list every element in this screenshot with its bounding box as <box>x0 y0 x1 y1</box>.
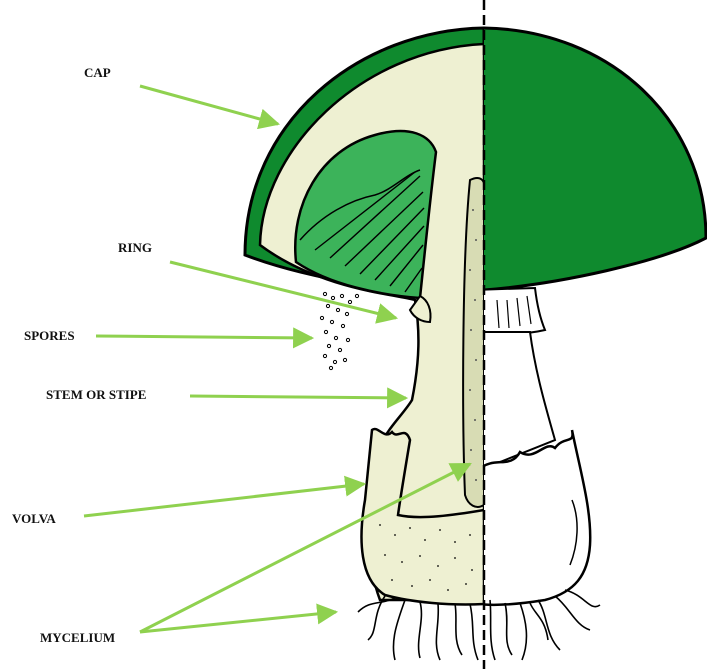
label-spores: SPORES <box>24 328 75 343</box>
label-ring: RING <box>118 240 152 255</box>
mycelium-arrow-lower <box>140 612 336 632</box>
label-mycelium: MYCELIUM <box>40 630 115 645</box>
stem-arrow <box>190 396 406 398</box>
label-cap: CAP <box>84 65 111 80</box>
stem-hollow <box>463 178 484 507</box>
volva-arrow <box>84 484 364 516</box>
label-stem: STEM OR STIPE <box>46 387 146 402</box>
cross-section-half <box>245 28 484 660</box>
label-volva: VOLVA <box>12 511 56 526</box>
cap-arrow <box>140 86 278 124</box>
spores-arrow <box>96 336 312 338</box>
